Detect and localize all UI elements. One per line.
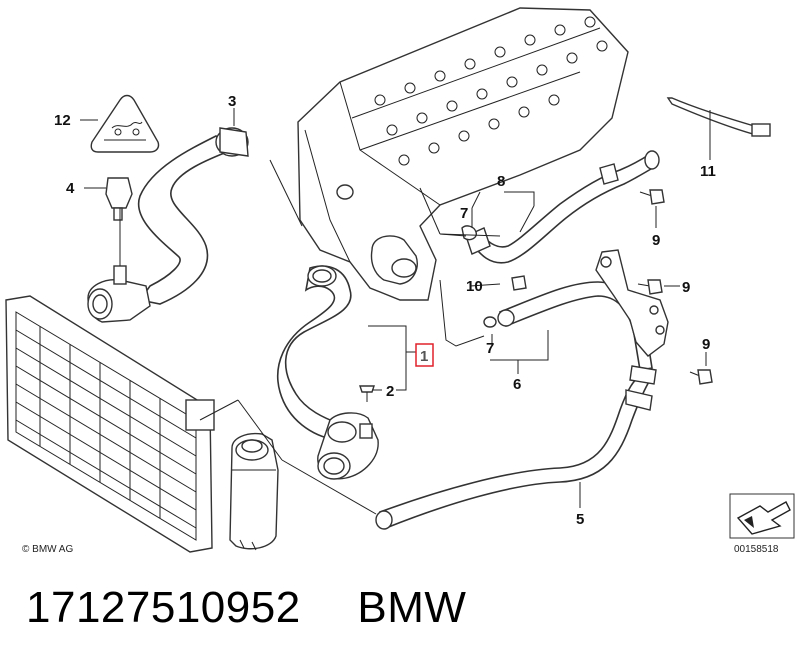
bolt-9-top: [639, 189, 665, 205]
lower-radiator-hose: [276, 265, 379, 480]
leader-lines: [80, 108, 711, 515]
callout-8: 8: [497, 173, 505, 190]
callout-1: 1: [420, 348, 428, 365]
callout-10: 10: [466, 278, 483, 295]
callout-9-bottom: 9: [702, 336, 710, 353]
copyright-notice: © BMW AG: [22, 544, 73, 555]
cable-tie-11: [666, 97, 771, 137]
warning-label-12: [90, 94, 160, 153]
callout-9-top: 9: [652, 232, 660, 249]
callout-6: 6: [513, 376, 521, 393]
callout-7-lower: 7: [486, 340, 494, 357]
diagram-id: 00158518: [734, 544, 779, 555]
coolant-return-hose: [375, 375, 653, 530]
callout-3: 3: [228, 93, 236, 110]
callout-7-upper: 7: [460, 205, 468, 222]
o-ring-7-upper: [461, 225, 477, 241]
screw-2: [359, 385, 375, 402]
direction-arrow-icon: [729, 493, 795, 539]
callout-5: 5: [576, 511, 584, 528]
bolt-9-middle: [637, 279, 663, 295]
brand-name: BMW: [357, 583, 467, 632]
engine-cylinder-head: [297, 7, 629, 301]
callout-11: 11: [700, 163, 716, 180]
callout-2: 2: [386, 383, 394, 400]
callout-12: 12: [54, 112, 71, 129]
callout-1-highlight-box: [415, 343, 434, 367]
product-caption: 17127510952 BMW: [26, 583, 466, 639]
radiator: [5, 295, 215, 553]
parts-diagram: 3 12 4 1 2 8 7 10 7 6 9 9 9 11 5 © BMW A…: [5, 7, 795, 555]
callout-9-middle: 9: [682, 279, 690, 296]
coolant-pipe-lower: [497, 249, 669, 385]
sensor-connector-pipe: [87, 177, 151, 323]
seal-ring-10: [511, 275, 527, 291]
bolt-9-bottom: [689, 369, 713, 385]
o-ring-7-lower: [483, 316, 497, 328]
upper-radiator-hose: [137, 127, 249, 305]
part-number: 17127510952: [26, 583, 301, 632]
expansion-tank: [229, 432, 279, 551]
callout-4: 4: [66, 180, 75, 197]
